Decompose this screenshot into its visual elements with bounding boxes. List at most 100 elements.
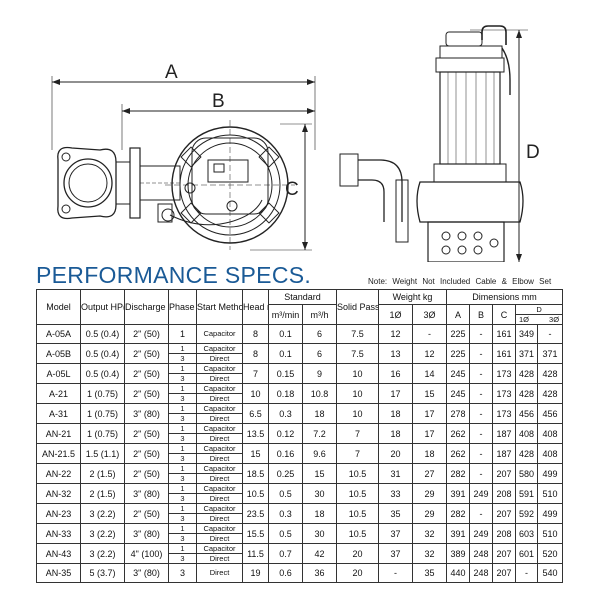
- cell-dim-a: 282: [446, 503, 471, 524]
- cell-output: 0.5 (0.4): [80, 343, 125, 364]
- cell-solid-passage: 7.5: [336, 343, 379, 364]
- cell-weight-1-phase: 37: [378, 543, 413, 564]
- cell-head: 10: [242, 383, 269, 404]
- cell-weight-3-phase: 29: [411, 503, 448, 524]
- header-standard: Standard: [268, 289, 337, 305]
- cell-weight-1-phase: 18: [378, 403, 413, 424]
- header-dim-d: D: [516, 306, 562, 315]
- cell-dim-d-3-phase: 428: [537, 363, 564, 384]
- cell-weight-3-phase: 12: [411, 343, 448, 364]
- cell-m3-per-min: 0.25: [268, 463, 303, 484]
- cell-phase-line: 1: [169, 545, 196, 554]
- cell-phase-line: 1: [169, 465, 196, 474]
- cell-head: 19: [242, 563, 269, 583]
- cell-start-method-line: Direct: [209, 354, 230, 363]
- cell-discharge: 3" (80): [124, 483, 169, 504]
- cell-model: AN-35: [36, 563, 81, 583]
- cell-phase-line: 3: [180, 474, 185, 483]
- cell-weight-1-phase: 20: [378, 443, 413, 464]
- cell-m3-per-min: 0.1: [268, 324, 303, 344]
- cell-weight-1-phase: 12: [378, 324, 413, 344]
- cell-weight-3-phase: 32: [411, 523, 448, 544]
- cell-dim-c: 207: [492, 543, 517, 564]
- cell-discharge: 2" (50): [124, 343, 169, 364]
- cell-dim-d-3-phase: 428: [537, 383, 564, 404]
- cell-model: AN-43: [36, 543, 81, 564]
- cell-head: 13.5: [242, 423, 269, 444]
- cell-dim-b: -: [469, 403, 494, 424]
- table-header: Model Output HP(kW) Discharge Inch(mm) P…: [36, 289, 564, 325]
- cell-dim-d-3-phase: 499: [537, 463, 564, 484]
- cell-dim-a: 225: [446, 343, 471, 364]
- cell-phase-line: 1: [169, 525, 196, 534]
- cell-weight-3-phase: 17: [411, 423, 448, 444]
- cell-phase-line: 1: [169, 405, 196, 414]
- cell-dim-d-1-phase: 456: [515, 403, 539, 424]
- cell-dim-d-1-phase: 428: [515, 443, 539, 464]
- cell-m3-per-hour: 30: [302, 523, 337, 544]
- cell-dim-d-1-phase: 580: [515, 463, 539, 484]
- cell-dim-c: 208: [492, 483, 517, 504]
- cell-dim-a: 262: [446, 443, 471, 464]
- cell-dim-c: 207: [492, 563, 517, 583]
- cell-dim-d-1-phase: 592: [515, 503, 539, 524]
- cell-dim-c: 173: [492, 363, 517, 384]
- cell-model: AN-23: [36, 503, 81, 524]
- cell-start-method-line: Direct: [209, 474, 230, 483]
- cell-m3-per-hour: 18: [302, 403, 337, 424]
- cell-model: AN-21.5: [36, 443, 81, 464]
- cell-weight-3-phase: 32: [411, 543, 448, 564]
- header-phase: Phase Ø: [168, 289, 197, 325]
- cell-m3-per-min: 0.18: [268, 383, 303, 404]
- cell-phase-line: 1: [169, 425, 196, 434]
- cell-dim-d-1-phase: 428: [515, 383, 539, 404]
- cell-dim-d-3-phase: 520: [537, 543, 564, 564]
- cell-head: 6.5: [242, 403, 269, 424]
- cell-model: A-05L: [36, 363, 81, 384]
- cell-dim-d-1-phase: 591: [515, 483, 539, 504]
- cell-weight-1-phase: 35: [378, 503, 413, 524]
- cell-solid-passage: 20: [336, 563, 379, 583]
- cell-model: AN-21: [36, 423, 81, 444]
- cell-dim-c: 187: [492, 443, 517, 464]
- cell-start-method-line: Direct: [209, 434, 230, 443]
- cell-output: 1.5 (1.1): [80, 443, 125, 464]
- performance-spec-table: Model Output HP(kW) Discharge Inch(mm) P…: [36, 289, 564, 583]
- cell-dim-d-1-phase: 349: [515, 324, 539, 344]
- header-dim-a: A: [446, 304, 471, 325]
- cell-dim-b: -: [469, 324, 494, 344]
- performance-specs-heading: PERFORMANCE SPECS.: [36, 262, 312, 288]
- cell-model: AN-22: [36, 463, 81, 484]
- cell-phase-line: 1: [169, 505, 196, 514]
- cell-output: 1 (0.75): [80, 403, 125, 424]
- cell-dim-d-3-phase: 408: [537, 443, 564, 464]
- cell-phase-line: 3: [180, 394, 185, 403]
- cell-m3-per-min: 0.16: [268, 443, 303, 464]
- cell-start-method-line: Capacitor: [197, 425, 242, 434]
- cell-start-method-line: Capacitor: [197, 365, 242, 374]
- cell-output: 1 (0.75): [80, 383, 125, 404]
- cell-phase-line: 3: [180, 514, 185, 523]
- cell-start-method-line: Capacitor: [197, 445, 242, 454]
- header-start-method: Start Method: [196, 289, 243, 325]
- cell-solid-passage: 10: [336, 363, 379, 384]
- cell-dim-b: -: [469, 423, 494, 444]
- cell-dim-b: -: [469, 463, 494, 484]
- cell-output: 5 (3.7): [80, 563, 125, 583]
- cell-weight-1-phase: 37: [378, 523, 413, 544]
- cell-solid-passage: 20: [336, 543, 379, 564]
- cell-phase: 1: [168, 324, 197, 344]
- cell-dim-a: 278: [446, 403, 471, 424]
- cell-head: 15: [242, 443, 269, 464]
